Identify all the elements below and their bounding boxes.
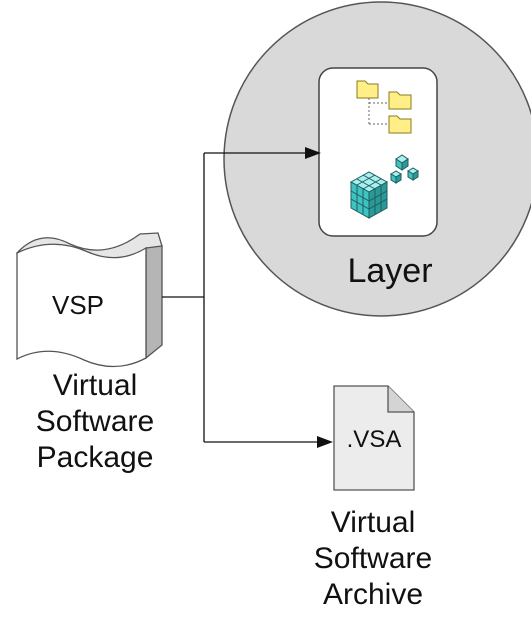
vsa-caption-line-2: Software	[313, 542, 433, 575]
arrow-to-archive	[317, 436, 333, 448]
vsa-caption-line-1: Virtual	[330, 506, 416, 539]
vsp-caption-line-2: Software	[35, 405, 155, 438]
layer-panel	[318, 67, 438, 237]
layer-title: Layer	[347, 252, 433, 290]
vsa-caption: Virtual Software Archive	[278, 505, 468, 613]
vsa-box-label: .VSA	[346, 426, 402, 453]
vsp-package-shape	[15, 232, 163, 368]
vsp-caption-line-3: Package	[36, 441, 154, 474]
folder-tree-icon	[356, 80, 412, 134]
registry-cubes-icon	[349, 154, 419, 219]
vsp-caption: Virtual Software Package	[0, 368, 190, 476]
arrow-to-layer	[305, 147, 321, 159]
vsa-document-icon	[333, 385, 415, 491]
vsa-caption-line-3: Archive	[322, 578, 424, 611]
vsp-caption-line-1: Virtual	[52, 369, 138, 402]
vsp-box-label: VSP	[51, 290, 105, 320]
connector-lines	[162, 152, 318, 443]
